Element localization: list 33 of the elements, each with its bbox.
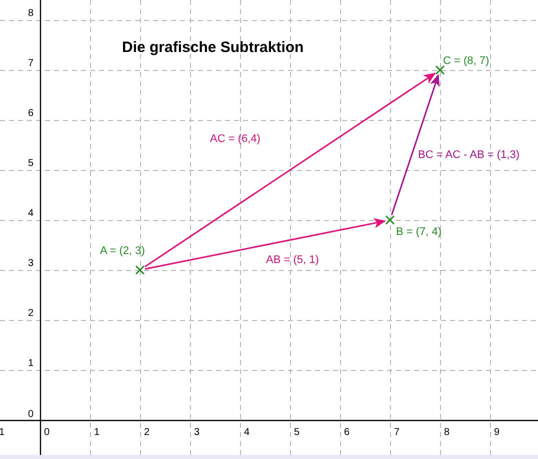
axis-tick-label: 6 bbox=[28, 107, 34, 121]
point-marker bbox=[135, 265, 145, 275]
axis-tick-label: 8 bbox=[28, 7, 34, 21]
vector-arrow bbox=[390, 74, 440, 216]
axis-tick-label: 4 bbox=[244, 426, 250, 440]
axis-tick-label: 1 bbox=[94, 426, 100, 440]
vector-arrow bbox=[144, 218, 386, 270]
axis-tick-label: 9 bbox=[494, 426, 500, 440]
vector-arrow bbox=[144, 72, 436, 268]
vector-label: BC = AC - AB = (1,3) bbox=[418, 148, 520, 163]
axis-tick-label: 3 bbox=[194, 426, 200, 440]
point-marker bbox=[435, 65, 445, 75]
axis-tick-label: 6 bbox=[344, 426, 350, 440]
axis-tick-label: 5 bbox=[294, 426, 300, 440]
axis-tick-label: 1 bbox=[0, 426, 5, 440]
axis-tick-label: 0 bbox=[44, 426, 50, 440]
diagram-title: Die grafische Subtraktion bbox=[122, 38, 304, 58]
point-label: B = (7, 4) bbox=[396, 225, 442, 240]
axis-tick-label: 2 bbox=[28, 307, 34, 321]
axis-tick-label: 3 bbox=[28, 257, 34, 271]
axis-tick-label: 8 bbox=[444, 426, 450, 440]
axis-tick-label: 0 bbox=[28, 408, 34, 422]
point-label: C = (8, 7) bbox=[443, 54, 490, 69]
axis-tick-label: 4 bbox=[28, 207, 34, 221]
point-label: A = (2, 3) bbox=[100, 244, 145, 259]
axis-tick-label: 2 bbox=[144, 426, 150, 440]
axis-tick-label: 1 bbox=[28, 357, 34, 371]
vector-label: AC = (6,4) bbox=[210, 132, 260, 147]
axis-tick-label: 5 bbox=[28, 157, 34, 171]
vector-label: AB = (5, 1) bbox=[266, 253, 319, 268]
axis-tick-label: 7 bbox=[394, 426, 400, 440]
axis-tick-label: 7 bbox=[28, 57, 34, 71]
point-marker bbox=[385, 215, 395, 225]
